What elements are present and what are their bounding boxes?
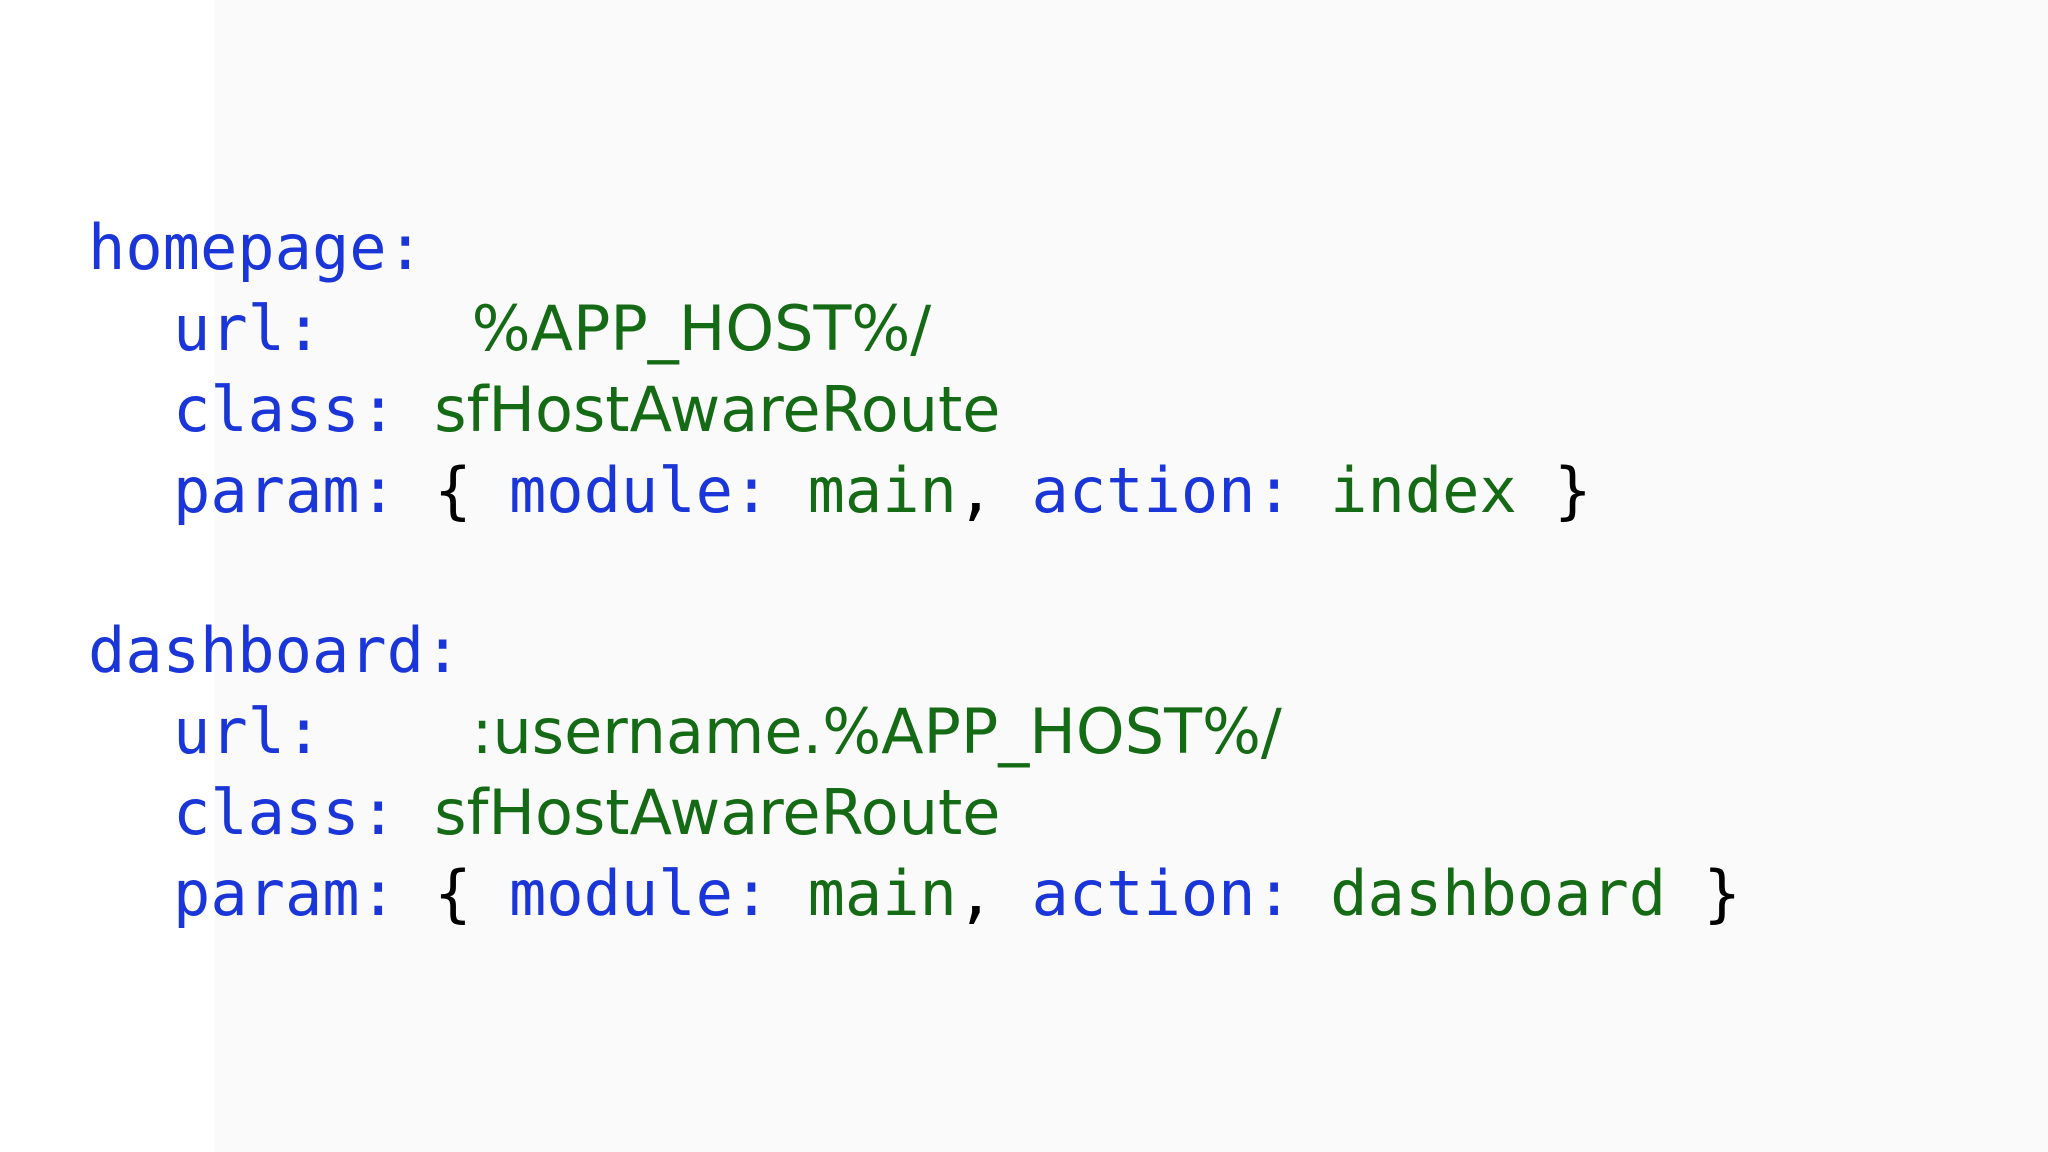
token-key: param: <box>173 454 397 527</box>
token-punct <box>472 454 509 527</box>
token-value: index <box>1330 454 1517 527</box>
token-punct <box>994 454 1031 527</box>
token-value: sfHostAwareRoute <box>434 373 1001 446</box>
token-punct <box>1293 454 1330 527</box>
code-line-dashboard-header: dashboard: <box>88 611 1988 692</box>
token-punct <box>397 776 434 849</box>
token-punct: , <box>956 857 995 930</box>
token-punct <box>1293 857 1330 930</box>
token-punct <box>1666 857 1703 930</box>
code-line-homepage-url: url: %APP_HOST%/ <box>88 289 1988 370</box>
token-punct <box>994 857 1031 930</box>
token-value: %APP_HOST%/ <box>471 292 932 365</box>
token-punct <box>397 857 434 930</box>
token-value: sfHostAwareRoute <box>434 776 1001 849</box>
token-punct <box>472 857 509 930</box>
token-punct <box>397 373 434 446</box>
token-punct <box>322 292 471 365</box>
code-line-spacer <box>88 532 1988 611</box>
token-key: action: <box>1031 454 1293 527</box>
token-key: class: <box>173 776 397 849</box>
token-key: homepage: <box>88 211 424 284</box>
token-value: dashboard <box>1330 857 1667 930</box>
token-key: class: <box>173 373 397 446</box>
code-line-homepage-header: homepage: <box>88 208 1988 289</box>
code-line-homepage-class: class: sfHostAwareRoute <box>88 370 1988 451</box>
token-value: main <box>807 857 957 930</box>
code-line-dashboard-param: param: { module: main, action: dashboard… <box>88 854 1988 935</box>
token-key: module: <box>508 857 771 930</box>
code-line-dashboard-url: url: :username.%APP_HOST%/ <box>88 692 1988 773</box>
token-punct <box>397 454 434 527</box>
token-punct: { <box>434 857 472 930</box>
token-punct: { <box>434 454 472 527</box>
token-key: url: <box>173 695 323 768</box>
token-key: url: <box>173 292 323 365</box>
code-line-dashboard-class: class: sfHostAwareRoute <box>88 773 1988 854</box>
token-punct <box>322 695 471 768</box>
token-key: module: <box>508 454 771 527</box>
token-value: :username.%APP_HOST%/ <box>471 695 1282 768</box>
token-punct <box>770 454 807 527</box>
token-key: action: <box>1031 857 1293 930</box>
yaml-config-code-block: homepage:url: %APP_HOST%/class: sfHostAw… <box>88 208 1988 935</box>
token-key: param: <box>173 857 397 930</box>
token-key: dashboard: <box>88 614 462 687</box>
token-punct: } <box>1703 857 1741 930</box>
code-line-homepage-param: param: { module: main, action: index } <box>88 451 1988 532</box>
token-punct: } <box>1554 454 1592 527</box>
token-value: main <box>807 454 957 527</box>
token-punct: , <box>956 454 995 527</box>
token-punct <box>1517 454 1554 527</box>
background-band <box>215 0 2048 1152</box>
token-punct <box>770 857 807 930</box>
